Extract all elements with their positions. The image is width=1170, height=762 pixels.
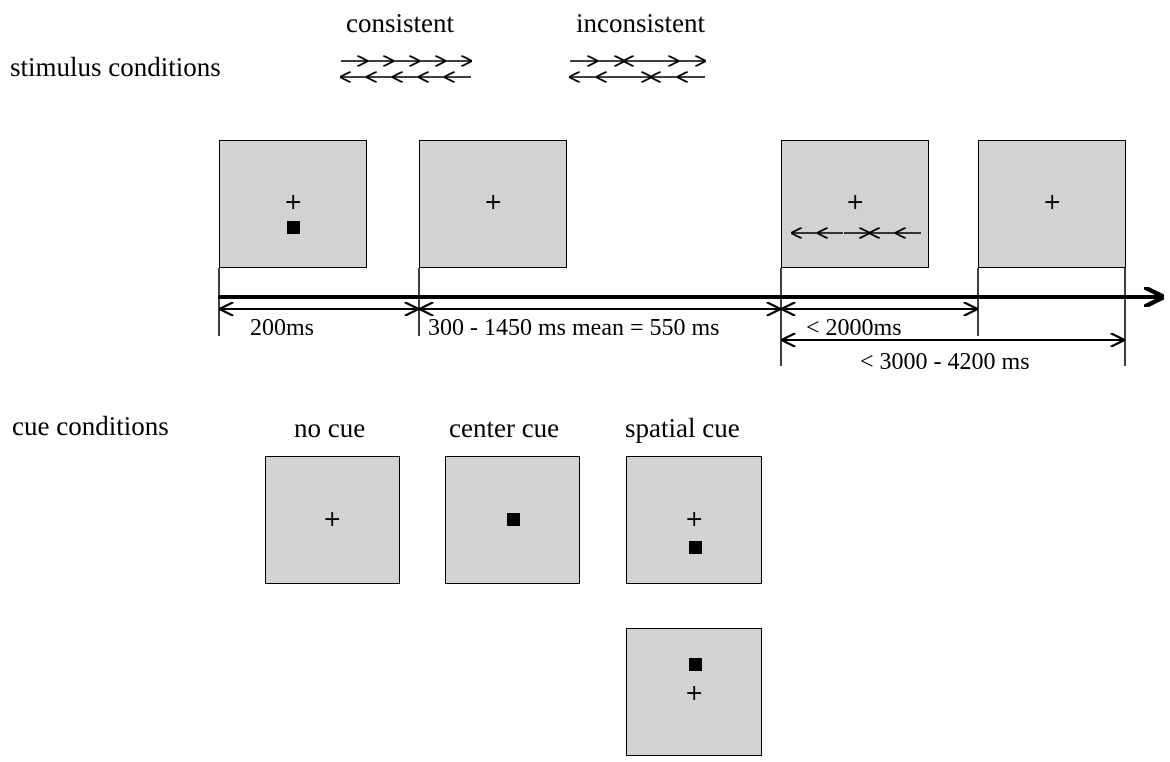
cue-frame-center-cue [445, 456, 580, 584]
cue-frame-spatial-cue-above: + [626, 628, 762, 756]
fixation-cross-icon: + [284, 190, 303, 215]
spatial-cue-label: spatial cue [625, 413, 740, 443]
cue-square-icon [507, 513, 520, 526]
consistent-label: consistent [346, 8, 454, 38]
cue-square-icon [689, 658, 702, 671]
fixation-cross-icon: + [1043, 190, 1062, 215]
fixation-cross-icon: + [846, 190, 865, 215]
cue-frame-spatial-cue-below: + [626, 456, 762, 584]
fixation-cross-icon: + [484, 190, 503, 215]
fixation-cross-icon: + [323, 507, 342, 532]
target-arrows-icon [790, 225, 921, 241]
duration-trial-label: < 3000 - 4200 ms [860, 349, 1030, 375]
timeline-frame-end: + [978, 140, 1126, 268]
inconsistent-label: inconsistent [576, 8, 705, 38]
cue-square-icon [689, 541, 702, 554]
duration-fixation-label: 300 - 1450 ms mean = 550 ms [428, 315, 720, 341]
timeline-frame-fixation: + [419, 140, 567, 268]
duration-target-label: < 2000ms [806, 315, 902, 341]
fixation-cross-icon: + [685, 681, 704, 706]
center-cue-label: center cue [449, 413, 560, 443]
stimulus-conditions-heading: stimulus conditions [10, 52, 221, 82]
cue-square-icon [287, 221, 300, 234]
timeline-frame-cue: + [219, 140, 367, 268]
timeline-frame-target: + [781, 140, 929, 268]
fixation-cross-icon: + [685, 507, 704, 532]
cue-frame-no-cue: + [265, 456, 400, 584]
cue-conditions-heading: cue conditions [12, 411, 169, 441]
no-cue-label: no cue [294, 413, 366, 443]
duration-cue-label: 200ms [250, 315, 315, 341]
